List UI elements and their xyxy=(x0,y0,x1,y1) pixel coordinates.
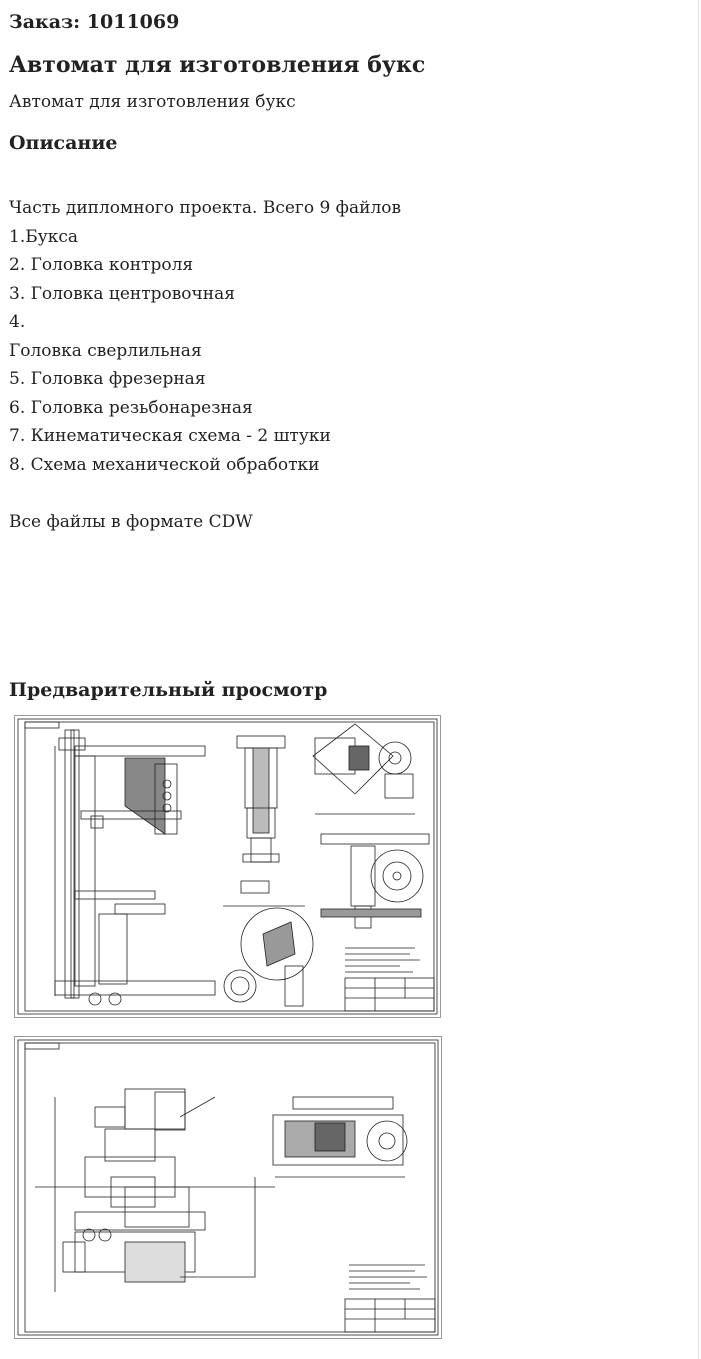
order-number: Заказ: 1011069 xyxy=(9,11,180,33)
preview-heading: Предварительный просмотр xyxy=(9,679,328,701)
preview-image-1[interactable] xyxy=(14,715,441,1018)
description-heading: Описание xyxy=(9,132,118,154)
description-line: 8. Схема механической обработки xyxy=(9,454,320,475)
drawing-sheet-1-graphic xyxy=(17,718,438,1015)
description-line: 2. Головка контроля xyxy=(9,255,194,275)
description-line: 7. Кинематическая схема - 2 штуки xyxy=(9,426,331,446)
description-line: 5. Головка фрезерная xyxy=(9,369,206,389)
product-title: Автомат для изготовления букс xyxy=(9,52,426,78)
description-footer: Все файлы в формате CDW xyxy=(9,511,253,532)
page-right-border xyxy=(698,0,699,1359)
description-line: 3. Головка центровочная xyxy=(9,283,235,304)
description-line: Головка сверлильная xyxy=(9,340,202,361)
description-line: 6. Головка резьбонарезная xyxy=(9,397,253,418)
description-text: Часть дипломного проекта. Всего 9 файлов… xyxy=(9,194,689,536)
spacer xyxy=(9,479,689,508)
preview-image-2[interactable] xyxy=(14,1036,442,1339)
description-line: 4. xyxy=(9,312,26,332)
description-line: 1.Букса xyxy=(9,226,78,247)
product-subtitle: Автомат для изготовления букс xyxy=(9,92,296,112)
drawing-sheet-2-graphic xyxy=(17,1039,439,1336)
description-line: Часть дипломного проекта. Всего 9 файлов xyxy=(9,198,402,218)
